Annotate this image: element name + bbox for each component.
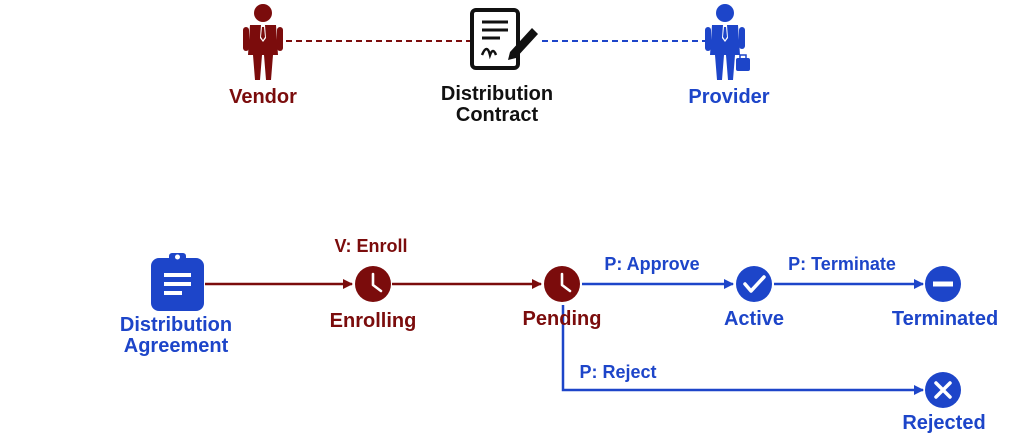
x-circle-icon — [925, 372, 961, 408]
state-agreement-line2: Agreement — [123, 335, 229, 357]
clock-icon — [544, 266, 580, 302]
businessman-icon — [243, 4, 283, 80]
state-agreement-label: Distribution Agreement — [120, 315, 232, 357]
state-active-label: Active — [723, 308, 785, 330]
clock-icon — [355, 266, 391, 302]
transition-terminate-label: P: Terminate — [788, 254, 896, 274]
businessman-with-briefcase-icon — [705, 4, 750, 80]
transition-approve-label: P: Approve — [604, 254, 700, 274]
transition-reject-label: P: Reject — [579, 362, 657, 382]
state-pending-label: Pending — [522, 308, 602, 330]
state-rejected-label: Rejected — [902, 412, 986, 434]
contract-label: Distribution Contract — [441, 84, 553, 126]
signed-contract-icon — [470, 8, 538, 70]
minus-circle-icon — [925, 266, 961, 302]
contract-label-line2: Contract — [455, 104, 539, 126]
contract-label-line1: Distribution — [440, 83, 554, 105]
clipboard-document-icon — [151, 253, 204, 311]
vendor-label: Vendor — [229, 86, 297, 108]
check-circle-icon — [736, 266, 772, 302]
transition-enroll-label: V: Enroll — [334, 236, 408, 256]
state-terminated-label: Terminated — [891, 308, 999, 330]
provider-label: Provider — [688, 86, 770, 108]
arrow-pending-to-rejected — [561, 305, 924, 395]
state-enrolling-label: Enrolling — [329, 310, 417, 332]
state-agreement-line1: Distribution — [119, 314, 233, 336]
